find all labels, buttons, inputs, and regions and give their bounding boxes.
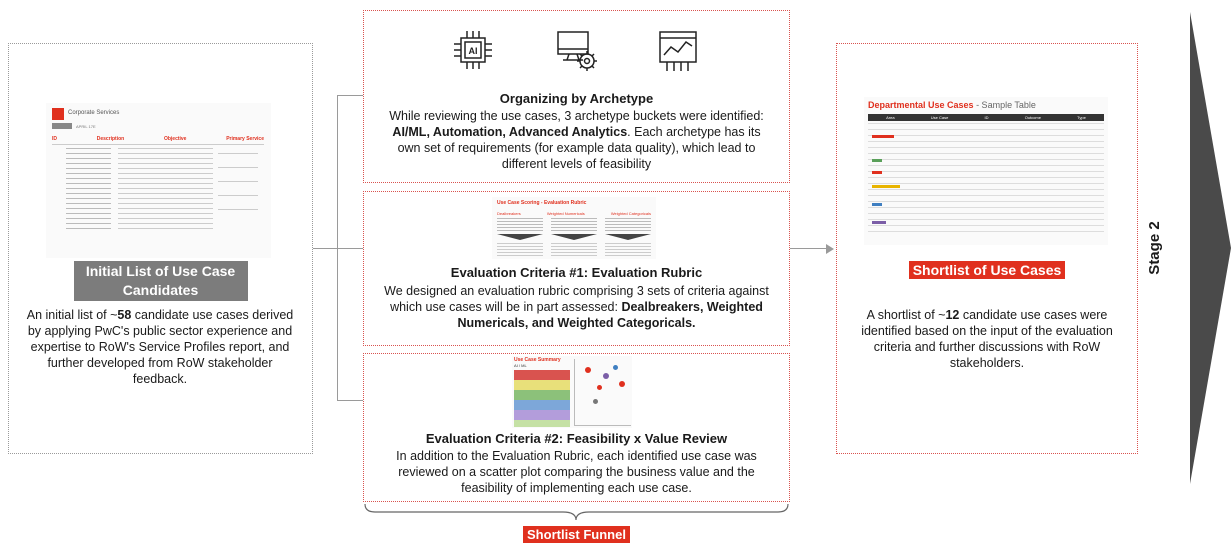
feasibility-description: In addition to the Evaluation Rubric, ea… xyxy=(396,449,757,495)
left-connector-bracket xyxy=(313,248,337,249)
feasibility-thumbnail: Use Case Summary AI / ML xyxy=(512,356,632,428)
rubric-thumbnail: Use Case Scoring - Evaluation Rubric Dea… xyxy=(492,197,656,259)
stage-arrow-icon xyxy=(1190,12,1231,484)
shortlist-thumb-subtitle: - Sample Table xyxy=(973,100,1036,110)
shortlist-description: A shortlist of ~12 candidate use cases w… xyxy=(861,308,1113,370)
archetype-description: While reviewing the use cases, 3 archety… xyxy=(389,109,764,171)
thumb-col: Description xyxy=(96,136,125,142)
rubric-thumb-col: Dealbreakers xyxy=(497,211,521,216)
rubric-thumb-title: Use Case Scoring - Evaluation Rubric xyxy=(497,200,587,206)
initial-list-thumbnail: Corporate Services APRIL 17E ID Descript… xyxy=(46,103,271,258)
thumb-logo xyxy=(52,108,64,120)
shortlist-thumb-col: Type xyxy=(1077,115,1086,120)
shortlist-title: Shortlist of Use Cases xyxy=(908,261,1066,279)
svg-text:AI: AI xyxy=(469,46,478,56)
thumb-col: Primary Service xyxy=(226,136,264,142)
shortlist-funnel-label: Shortlist Funnel xyxy=(523,526,630,543)
initial-list-title: Initial List of Use Case Candidates xyxy=(73,261,248,301)
archetype-box xyxy=(363,10,790,183)
shortlist-thumbnail: Departmental Use Cases - Sample Table Ar… xyxy=(864,97,1108,245)
thumb-col: ID xyxy=(52,136,57,142)
thumb-col: Objective xyxy=(163,136,187,142)
shortlist-thumb-col: Use Case xyxy=(930,115,949,120)
shortlist-thumb-col: ID xyxy=(984,115,989,120)
rubric-title: Evaluation Criteria #1: Evaluation Rubri… xyxy=(450,265,703,280)
feasibility-thumb-sub: AI / ML xyxy=(514,363,527,368)
shortlist-thumb-title: Departmental Use Cases xyxy=(868,100,974,110)
stage-label: Stage 2 xyxy=(1146,221,1163,275)
shortlist-thumb-col: Area xyxy=(886,115,895,120)
right-connector-arrow xyxy=(790,248,828,249)
computer-gear-icon xyxy=(553,27,601,75)
shortlist-funnel-brace xyxy=(363,502,790,522)
feasibility-thumb-title: Use Case Summary xyxy=(514,357,561,363)
feasibility-title: Evaluation Criteria #2: Feasibility x Va… xyxy=(425,431,728,446)
initial-list-description: An initial list of ~58 candidate use cas… xyxy=(26,308,294,386)
shortlist-thumb-col: Outcome xyxy=(1024,115,1041,120)
rubric-box xyxy=(363,191,790,346)
feasibility-box xyxy=(363,353,790,502)
archetype-title: Organizing by Archetype xyxy=(499,91,654,106)
ai-chip-icon: AI xyxy=(450,27,496,73)
rubric-thumb-col: Weighted Categoricals xyxy=(610,211,651,216)
analytics-chart-icon xyxy=(655,27,701,75)
thumb-header: Corporate Services xyxy=(68,110,120,116)
rubric-description: We designed an evaluation rubric compris… xyxy=(384,284,769,330)
shortlist-panel xyxy=(836,43,1138,454)
rubric-thumb-col: Weighted Numericals xyxy=(546,211,585,216)
initial-list-panel xyxy=(8,43,313,454)
thumb-subheader: APRIL 17E xyxy=(76,124,96,129)
